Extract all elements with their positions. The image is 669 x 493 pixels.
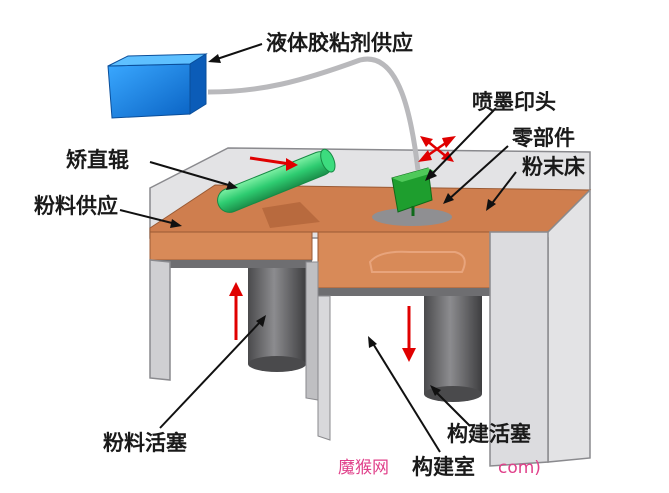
part-outline [368, 250, 466, 273]
watermark-url-fragment: com) [498, 458, 541, 478]
leveling-roller [217, 148, 336, 213]
label-liquid-binder-supply: 液体胶粘剂供应 [266, 31, 413, 55]
powder-chamber-right-wall [305, 261, 319, 401]
binder-supply-box-front [107, 63, 191, 119]
right-wall-edge [547, 189, 591, 233]
right-wall [489, 231, 549, 467]
label-inkjet-head: 喷墨印头 [472, 90, 556, 114]
part-shadow [372, 208, 452, 226]
powder-bed-front [317, 231, 491, 289]
label-powder-bed: 粉末床 [522, 155, 585, 179]
label-build-chamber: 构建室 [412, 455, 475, 479]
print-head-direction-arrow [418, 136, 456, 162]
powder-supply-front [149, 231, 313, 261]
label-build-piston: 构建活塞 [447, 422, 531, 446]
build-piston-down-arrow [402, 306, 416, 362]
powder-patch [262, 202, 320, 228]
label-powder-supply: 粉料供应 [34, 194, 118, 218]
leader-arrows [119, 43, 517, 453]
powder-platform [150, 260, 312, 268]
binder-tube [207, 56, 421, 171]
powder-piston-base [248, 356, 306, 372]
label-leveling-roller: 矫直辊 [66, 148, 129, 172]
powder-bed-top [149, 184, 592, 233]
label-powder-piston: 粉料活塞 [103, 431, 187, 455]
label-part: 零部件 [512, 126, 575, 150]
build-platform [318, 288, 490, 296]
powder-piston-rod [248, 268, 306, 364]
watermark-text: 魔猴网 [338, 458, 389, 478]
powder-piston-up-arrow [229, 282, 243, 340]
build-chamber-left-wall [317, 295, 331, 441]
left-wall [149, 259, 171, 381]
binder-supply-box-side [189, 53, 207, 115]
roller-direction-arrow [249, 156, 298, 171]
build-piston-rod [424, 296, 482, 394]
print-head-top [392, 168, 436, 182]
